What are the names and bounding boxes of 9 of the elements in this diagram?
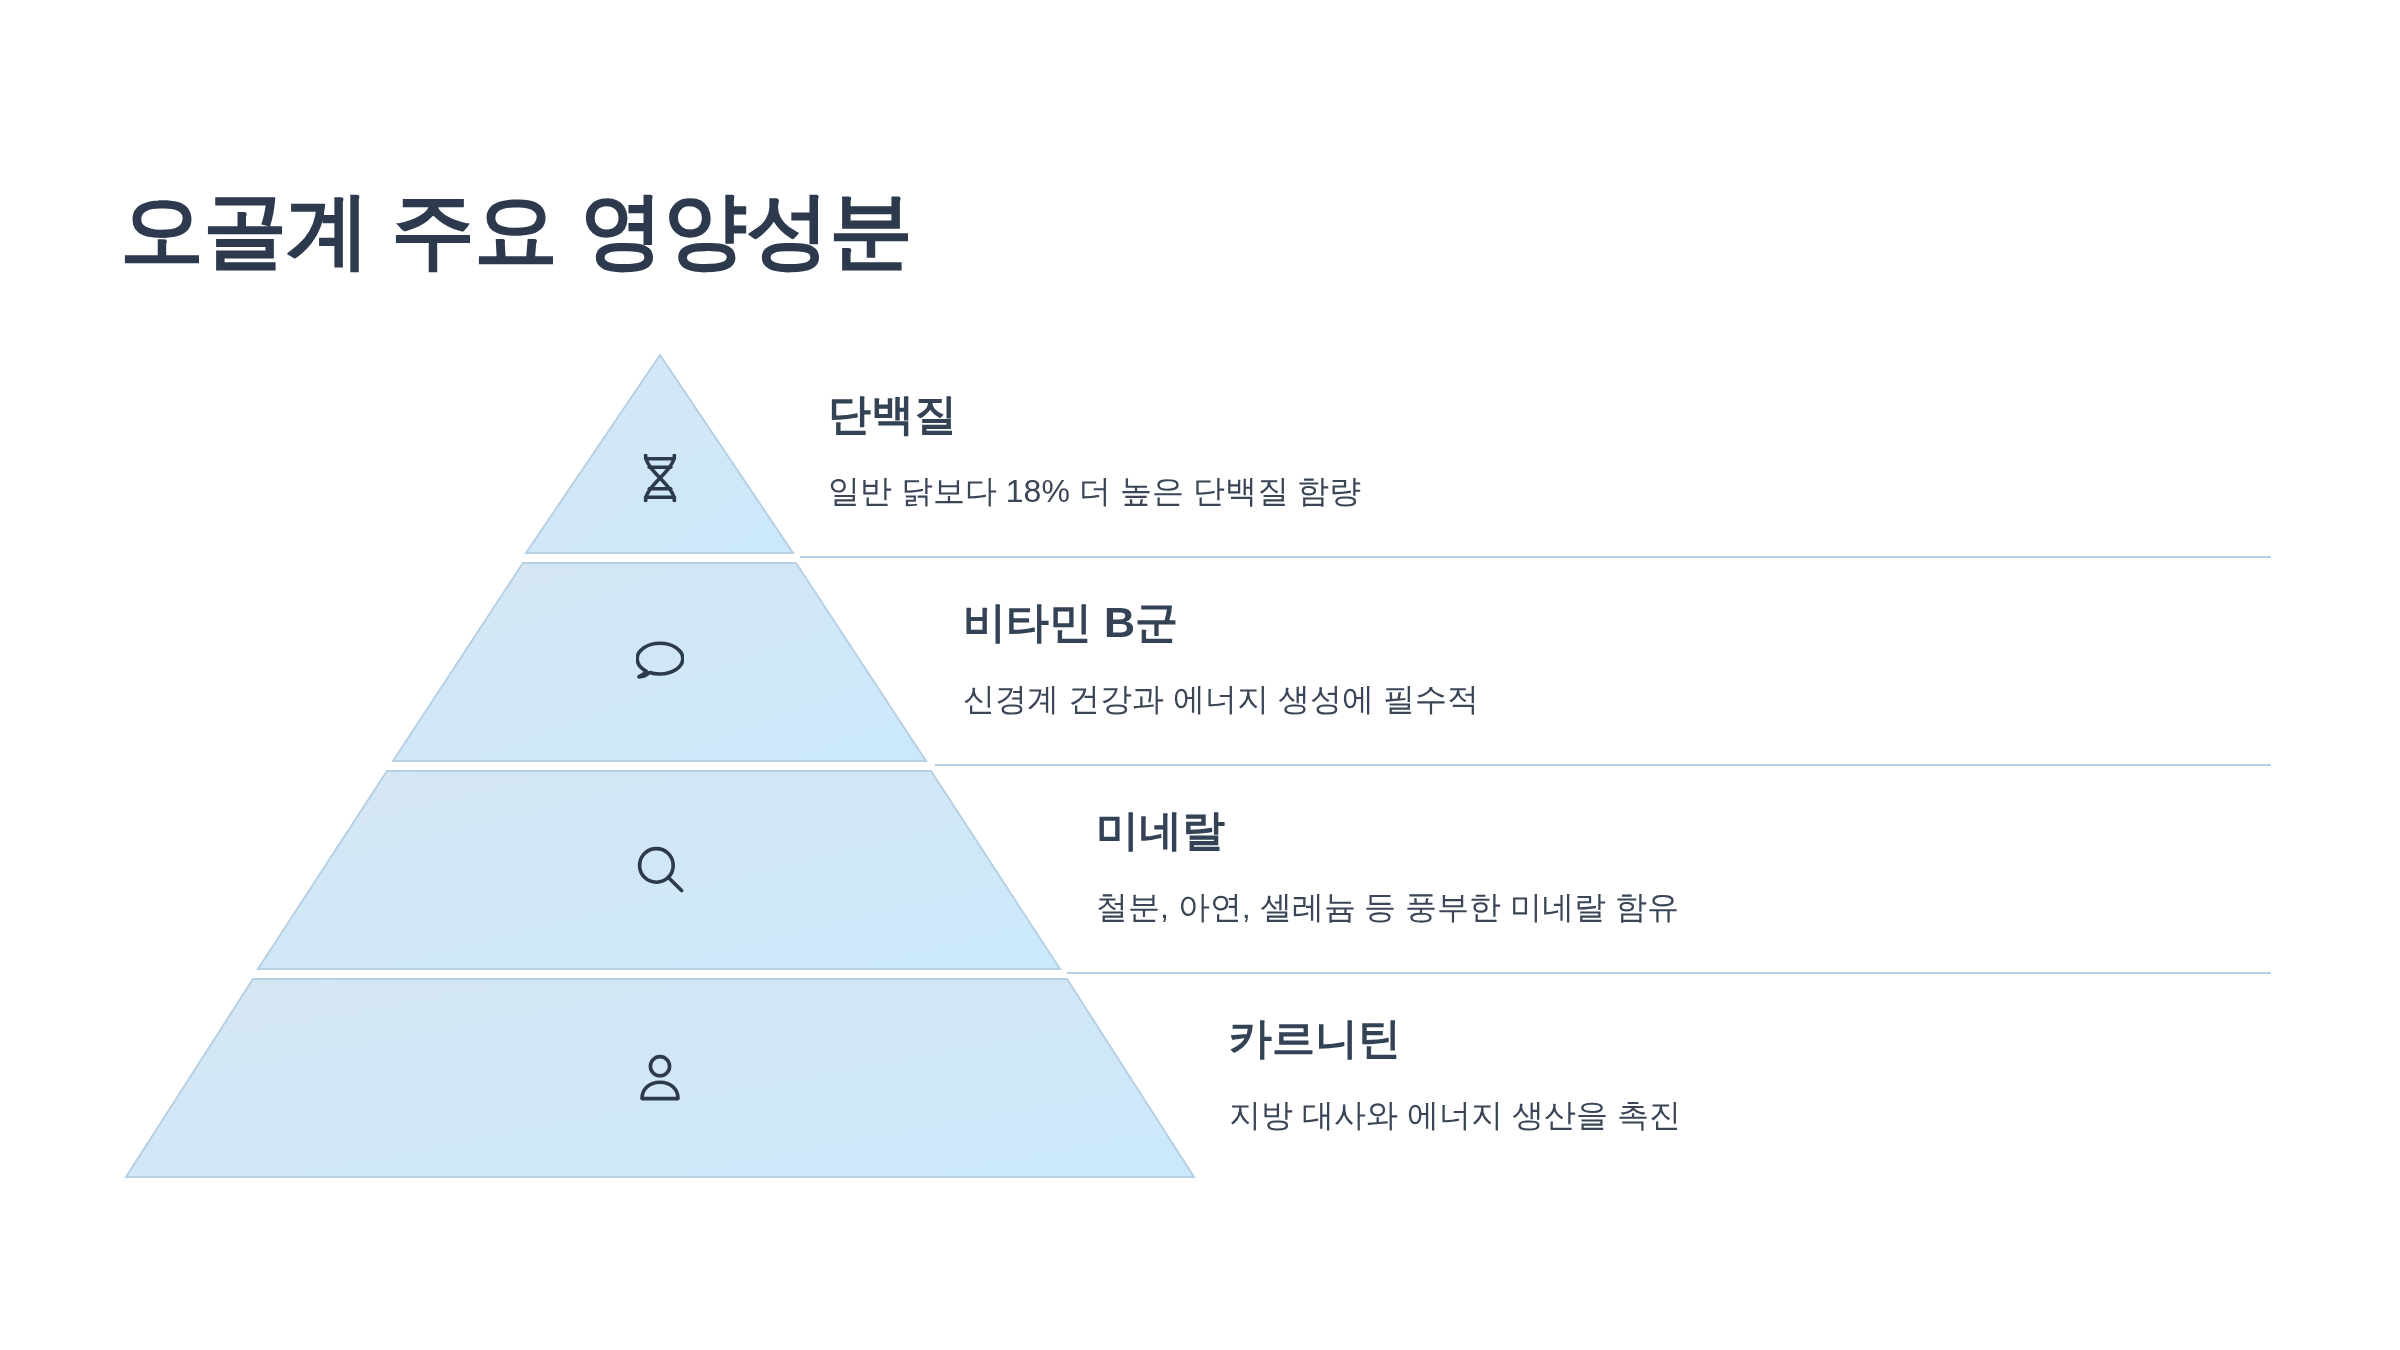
tier-heading: 단백질 [828,389,957,440]
tier-heading: 비타민 B군 [963,597,1178,648]
title: 오골계 주요 영양성분 [120,182,912,279]
tier-heading: 카르니틴 [1229,1013,1401,1064]
tier-description: 지방 대사와 에너지 생산을 촉진 [1229,1096,1681,1135]
tier-heading: 미네랄 [1096,805,1225,856]
tier-description: 신경계 건강과 에너지 생성에 필수적 [963,680,1479,719]
tier-description: 철분, 아연, 셀레늄 등 풍부한 미네랄 함유 [1096,888,1680,927]
tier-description: 일반 닭보다 18% 더 높은 단백질 함량 [828,472,1362,511]
